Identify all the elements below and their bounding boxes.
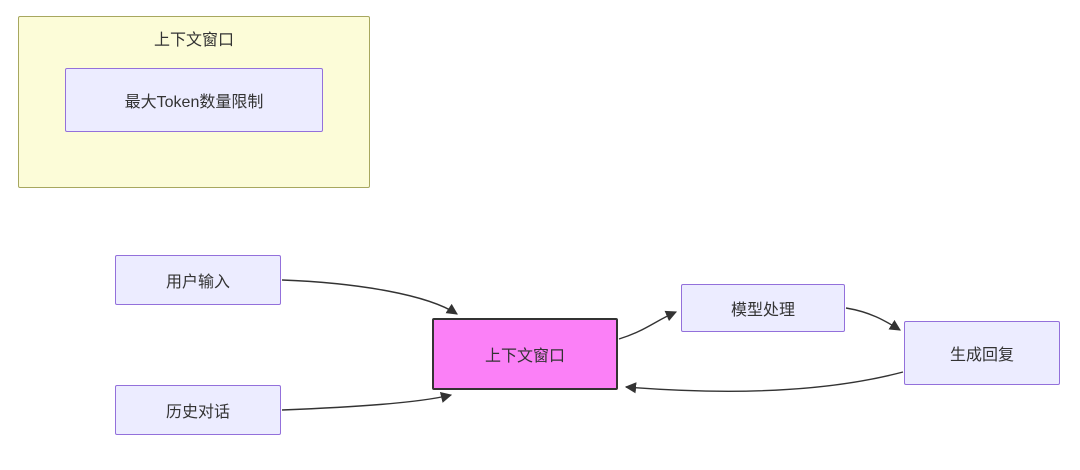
edge-context-to-model (618, 310, 678, 340)
node-generate-reply: 生成回复 (904, 321, 1060, 385)
edge-user-input-to-context (281, 279, 458, 315)
node-max-token-limit: 最大Token数量限制 (65, 68, 323, 132)
node-user-input: 用户输入 (115, 255, 281, 305)
edge-reply-to-context (624, 371, 904, 394)
node-history-dialog: 历史对话 (115, 385, 281, 435)
node-context-window: 上下文窗口 (432, 318, 618, 390)
edge-history-to-context (281, 391, 453, 411)
node-model-processing: 模型处理 (681, 284, 845, 332)
edge-model-to-reply (845, 307, 901, 331)
subgraph-title: 上下文窗口 (153, 32, 234, 49)
